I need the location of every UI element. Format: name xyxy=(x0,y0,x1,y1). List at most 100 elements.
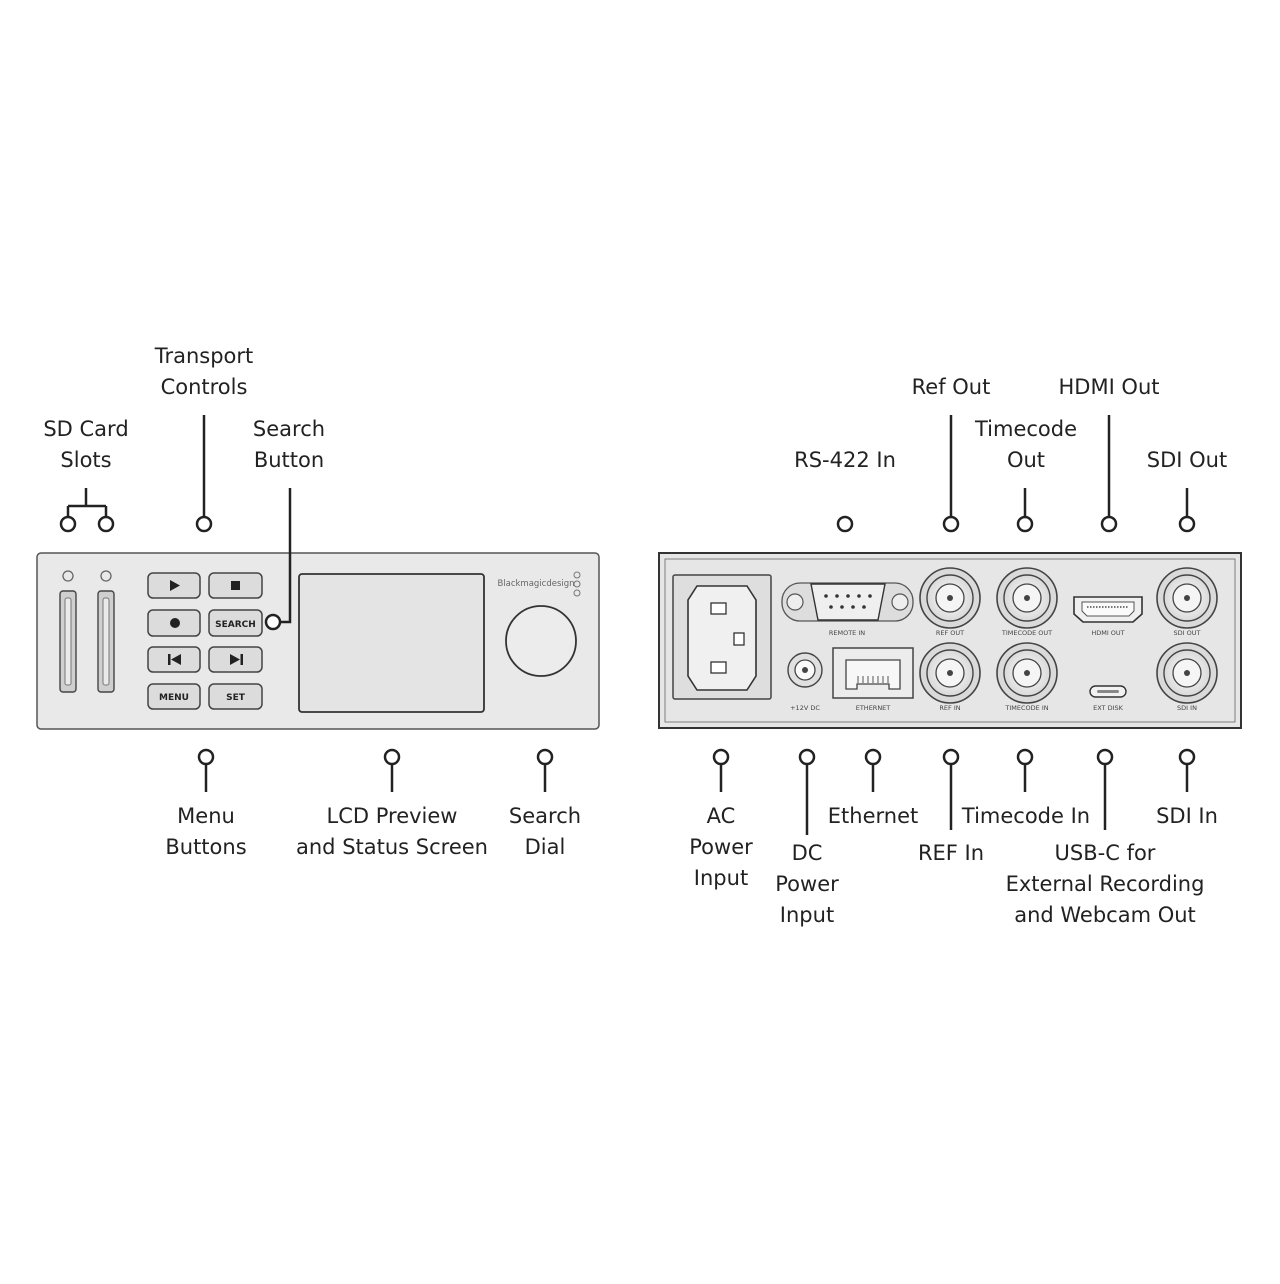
timecode-out-port: TIMECODE OUT xyxy=(996,567,1058,637)
callout-search-dial: Search Dial xyxy=(509,801,581,863)
callout-line: SDI In xyxy=(1156,804,1218,828)
timecode-in-label: TIMECODE IN xyxy=(1004,704,1048,712)
menu-button-label: MENU xyxy=(159,693,189,703)
callout-transport-controls: Transport Controls xyxy=(155,341,254,403)
sd-card-slot-1 xyxy=(59,570,77,693)
previous-button xyxy=(147,646,201,673)
ref-in-label: REF IN xyxy=(939,704,960,712)
callout-menu-buttons: Menu Buttons xyxy=(165,801,246,863)
front-panel: SEARCH MENU SET Blackmagicdesi xyxy=(36,552,600,730)
record-button xyxy=(147,609,201,637)
remote-in-label: REMOTE IN xyxy=(829,629,865,637)
callout-line: Controls xyxy=(160,375,248,399)
play-button xyxy=(147,572,201,599)
callout-line: Ethernet xyxy=(827,804,919,828)
callout-line: AC xyxy=(706,804,736,828)
usb-c-port: EXT DISK xyxy=(1089,685,1127,712)
callout-sd-card-slots: SD Card Slots xyxy=(43,414,128,476)
hdmi-out-label: HDMI OUT xyxy=(1091,629,1124,637)
rear-callout-leaders xyxy=(712,415,1196,835)
set-button-label: SET xyxy=(226,693,246,703)
callout-line: and Status Screen xyxy=(296,835,488,859)
callout-line: Search xyxy=(508,804,582,828)
callout-line: Input xyxy=(693,866,749,890)
brand-logo-text: Blackmagicdesign xyxy=(497,579,574,589)
callout-line: SDI Out xyxy=(1146,448,1228,472)
stop-icon xyxy=(231,581,240,590)
ethernet-label: ETHERNET xyxy=(856,704,891,712)
search-dial xyxy=(505,605,577,677)
stop-button xyxy=(208,572,263,599)
callout-line: Ref Out xyxy=(911,375,991,399)
remote-in-port: REMOTE IN xyxy=(781,582,914,637)
callout-timecode-in: Timecode In xyxy=(962,801,1090,832)
record-icon xyxy=(170,618,180,628)
callout-line: REF In xyxy=(917,841,985,865)
set-button: SET xyxy=(208,683,263,710)
dc-label: +12V DC xyxy=(790,704,820,712)
sdi-out-label: SDI OUT xyxy=(1174,629,1201,637)
callout-line: Timecode In xyxy=(961,804,1091,828)
sd-card-slot-2 xyxy=(97,570,115,693)
search-button: SEARCH xyxy=(208,609,263,637)
ref-in-port: REF IN xyxy=(919,642,981,712)
skip-back-icon xyxy=(168,654,181,665)
callout-line: Power xyxy=(775,872,839,896)
callout-line: Search xyxy=(252,417,326,441)
callout-line: HDMI Out xyxy=(1058,375,1160,399)
sdi-in-port: SDI IN xyxy=(1156,642,1218,712)
front-callout-leaders xyxy=(59,415,554,792)
callout-line: Slots xyxy=(60,448,112,472)
callout-line: RS-422 In xyxy=(794,448,896,472)
callout-line: DC xyxy=(791,841,823,865)
ext-disk-label: EXT DISK xyxy=(1093,704,1124,712)
callout-line: Out xyxy=(1006,448,1046,472)
callout-ac-power: AC Power Input xyxy=(689,801,753,894)
ethernet-port: ETHERNET xyxy=(832,647,914,712)
callout-sdi-in: SDI In xyxy=(1156,801,1218,832)
callout-line: Timecode xyxy=(974,417,1078,441)
callout-lcd-screen: LCD Preview and Status Screen xyxy=(296,801,488,863)
timecode-out-label: TIMECODE OUT xyxy=(1001,629,1052,637)
ref-out-port: REF OUT xyxy=(919,567,981,637)
callout-line: LCD Preview xyxy=(326,804,458,828)
callout-line: USB-C for xyxy=(1054,841,1156,865)
callout-line: Button xyxy=(253,448,325,472)
callout-line: and Webcam Out xyxy=(1014,903,1196,927)
callout-line: Power xyxy=(689,835,753,859)
play-icon xyxy=(170,580,180,591)
sdi-in-label: SDI IN xyxy=(1177,704,1197,712)
callout-line: Dial xyxy=(524,835,566,859)
callout-timecode-out: Timecode Out xyxy=(975,414,1077,476)
callout-line: Menu xyxy=(177,804,235,828)
callout-search-button: Search Button xyxy=(253,414,325,476)
callout-line: Input xyxy=(779,903,835,927)
sdi-out-port: SDI OUT xyxy=(1156,567,1218,637)
search-button-label: SEARCH xyxy=(215,620,256,630)
brand-logo-icon xyxy=(573,571,581,597)
timecode-in-port: TIMECODE IN xyxy=(996,642,1058,712)
callout-line: Transport xyxy=(154,344,254,368)
callout-usb-c: USB-C for External Recording and Webcam … xyxy=(1006,838,1205,931)
ac-power-inlet xyxy=(672,574,772,700)
callout-sdi-out: SDI Out xyxy=(1147,445,1227,476)
callout-ref-in: REF In xyxy=(918,838,984,869)
callout-ref-out: Ref Out xyxy=(912,372,991,403)
callout-line: Buttons xyxy=(165,835,247,859)
hdmi-out-port: HDMI OUT xyxy=(1073,596,1143,637)
ref-out-label: REF OUT xyxy=(936,629,964,637)
callout-rs422-in: RS-422 In xyxy=(794,445,896,476)
callout-dc-power: DC Power Input xyxy=(775,838,839,931)
lcd-screen xyxy=(298,573,485,713)
menu-button: MENU xyxy=(147,683,201,710)
dc-power-port: +12V DC xyxy=(787,652,823,712)
callout-hdmi-out: HDMI Out xyxy=(1058,372,1159,403)
callout-line: External Recording xyxy=(1005,872,1205,896)
callout-line: SD Card xyxy=(43,417,129,441)
next-button xyxy=(208,646,263,673)
callout-ethernet: Ethernet xyxy=(828,801,918,832)
skip-forward-icon xyxy=(230,654,243,665)
rear-panel: REMOTE IN +12V DC ETHERNET REF OUT xyxy=(658,552,1242,729)
